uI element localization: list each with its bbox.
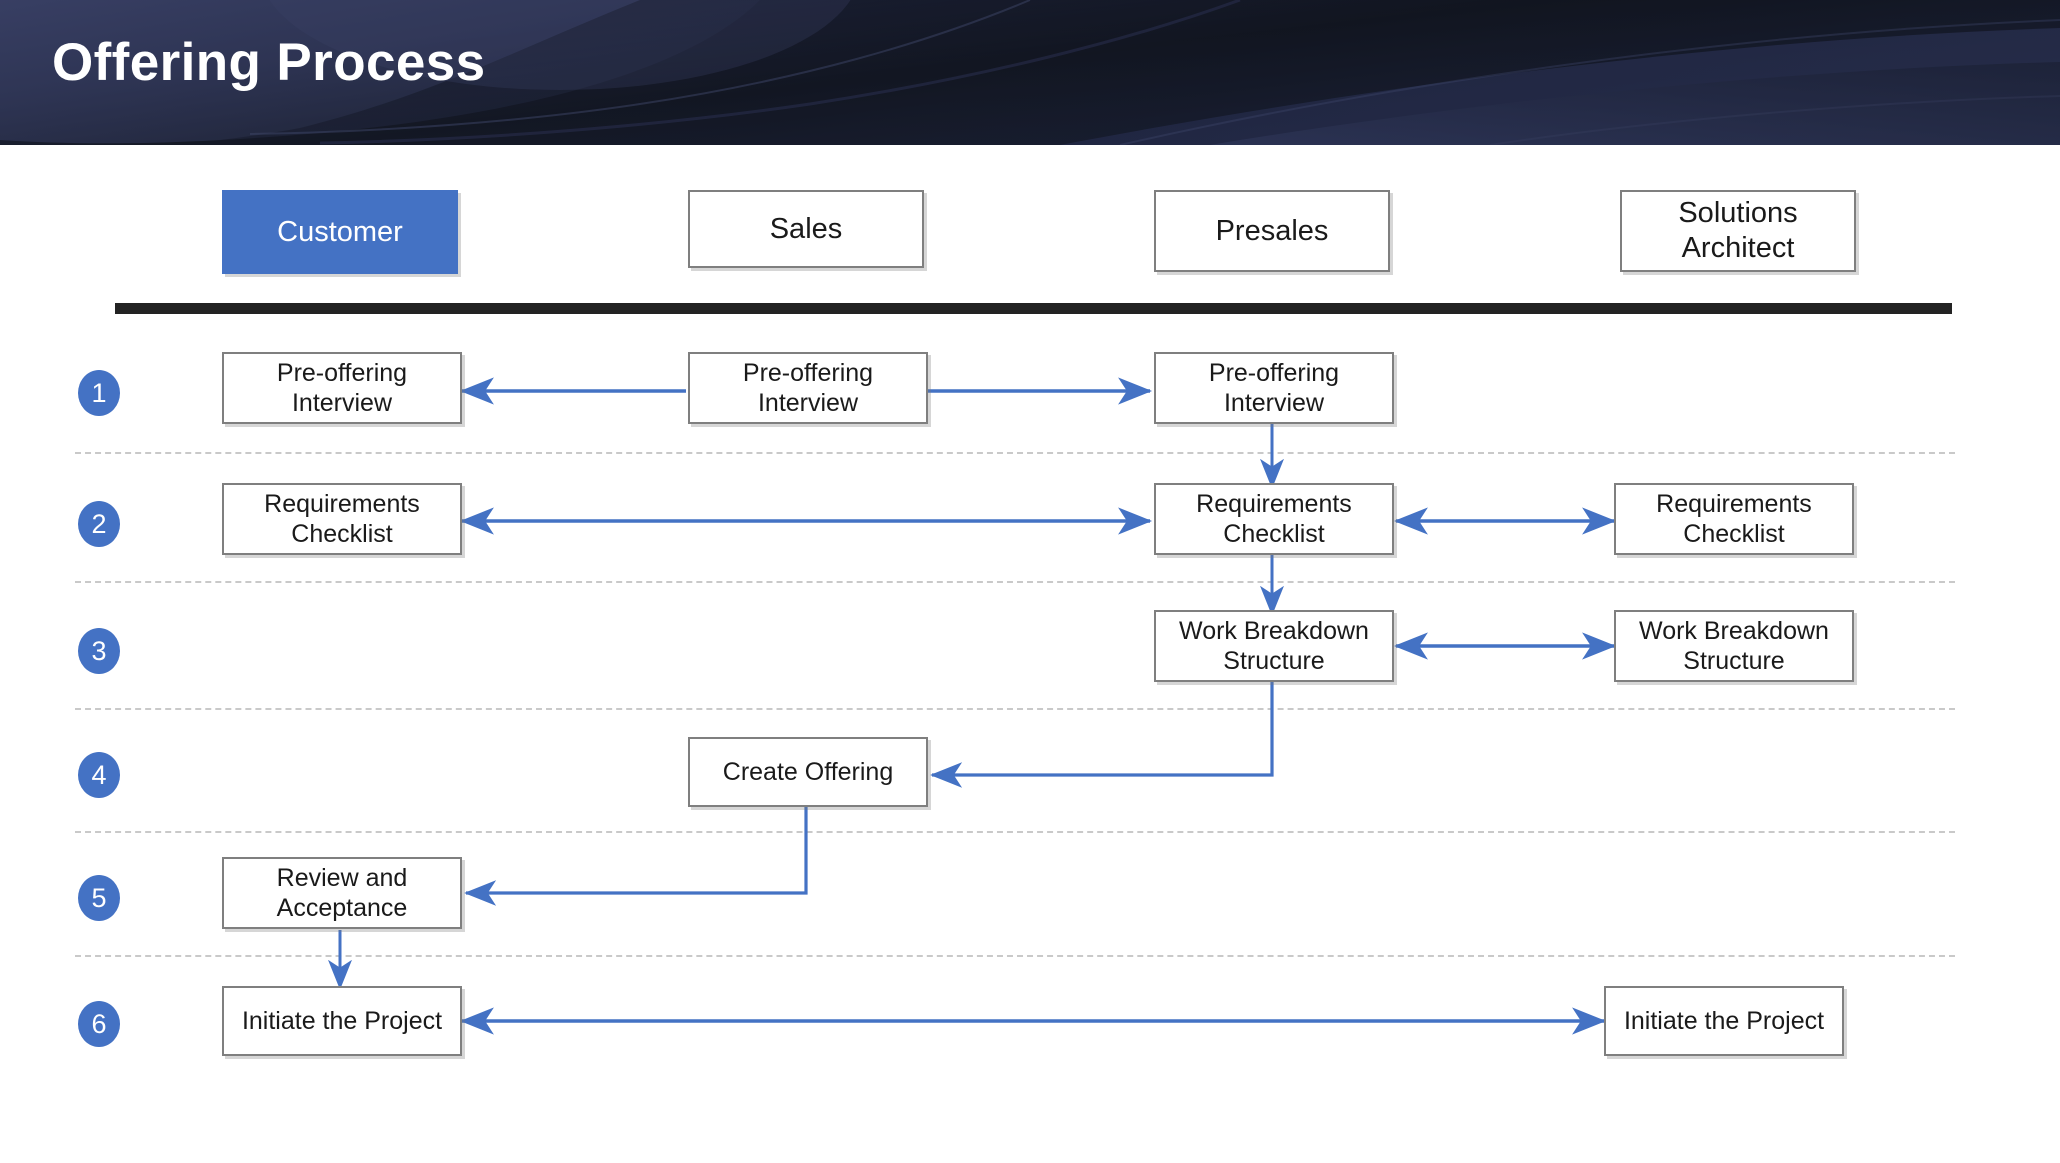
process-box-label: Requirements Checklist bbox=[264, 489, 420, 549]
process-box-label: Pre-offering Interview bbox=[1208, 358, 1340, 418]
step-number: 6 bbox=[91, 1008, 107, 1039]
connector-r3-presales-to-create-offering bbox=[930, 680, 1274, 788]
step-number: 4 bbox=[91, 759, 107, 790]
title-banner: Offering Process bbox=[0, 0, 2060, 145]
process-box-label: Requirements Checklist bbox=[1656, 489, 1812, 549]
row-separator-1 bbox=[75, 452, 1955, 454]
process-box-label: Initiate the Project bbox=[1623, 1006, 1825, 1035]
process-box-r2-customer[interactable]: Requirements Checklist bbox=[222, 483, 462, 555]
process-box-r3-architect[interactable]: Work Breakdown Structure bbox=[1614, 610, 1854, 682]
lane-header-label: Sales bbox=[769, 212, 843, 245]
process-box-r1-customer[interactable]: Pre-offering Interview bbox=[222, 352, 462, 424]
process-box-r1-presales[interactable]: Pre-offering Interview bbox=[1154, 352, 1394, 424]
lane-header-solutions-architect[interactable]: Solutions Architect bbox=[1620, 190, 1856, 272]
lane-divider-bar bbox=[115, 303, 1952, 314]
banner-wave-decoration bbox=[0, 0, 2060, 145]
process-box-r3-presales[interactable]: Work Breakdown Structure bbox=[1154, 610, 1394, 682]
step-number: 2 bbox=[91, 508, 107, 539]
step-number: 3 bbox=[91, 635, 107, 666]
row-separator-4 bbox=[75, 831, 1955, 833]
process-box-label: Requirements Checklist bbox=[1196, 489, 1352, 549]
lane-header-presales[interactable]: Presales bbox=[1154, 190, 1390, 272]
process-box-label: Review and Acceptance bbox=[276, 863, 408, 923]
process-box-label: Pre-offering Interview bbox=[742, 358, 874, 418]
process-box-label: Pre-offering Interview bbox=[276, 358, 408, 418]
lane-header-label: Solutions Architect bbox=[1678, 197, 1798, 264]
process-box-label: Initiate the Project bbox=[241, 1006, 443, 1035]
step-circle-5: 5 bbox=[78, 875, 120, 921]
row-separator-2 bbox=[75, 581, 1955, 583]
process-box-r4-sales[interactable]: Create Offering bbox=[688, 737, 928, 807]
process-box-label: Work Breakdown Structure bbox=[1639, 616, 1829, 676]
lane-header-customer[interactable]: Customer bbox=[222, 190, 458, 274]
process-box-r1-sales[interactable]: Pre-offering Interview bbox=[688, 352, 928, 424]
process-box-r2-architect[interactable]: Requirements Checklist bbox=[1614, 483, 1854, 555]
process-box-r6-architect[interactable]: Initiate the Project bbox=[1604, 986, 1844, 1056]
process-box-r2-presales[interactable]: Requirements Checklist bbox=[1154, 483, 1394, 555]
step-circle-4: 4 bbox=[78, 752, 120, 798]
step-number: 5 bbox=[91, 882, 107, 913]
step-circle-6: 6 bbox=[78, 1001, 120, 1047]
row-separator-5 bbox=[75, 955, 1955, 957]
step-circle-2: 2 bbox=[78, 501, 120, 547]
process-box-label: Work Breakdown Structure bbox=[1179, 616, 1369, 676]
process-box-r6-customer[interactable]: Initiate the Project bbox=[222, 986, 462, 1056]
process-box-r5-customer[interactable]: Review and Acceptance bbox=[222, 857, 462, 929]
process-box-label: Create Offering bbox=[722, 757, 894, 786]
lane-header-sales[interactable]: Sales bbox=[688, 190, 924, 268]
page-title: Offering Process bbox=[52, 33, 486, 92]
lane-header-label: Presales bbox=[1215, 214, 1329, 247]
step-circle-1: 1 bbox=[78, 370, 120, 416]
step-number: 1 bbox=[91, 377, 107, 408]
row-separator-3 bbox=[75, 708, 1955, 710]
connector-create-offering-to-review bbox=[464, 805, 808, 906]
lane-header-label: Customer bbox=[277, 215, 403, 248]
step-circle-3: 3 bbox=[78, 628, 120, 674]
